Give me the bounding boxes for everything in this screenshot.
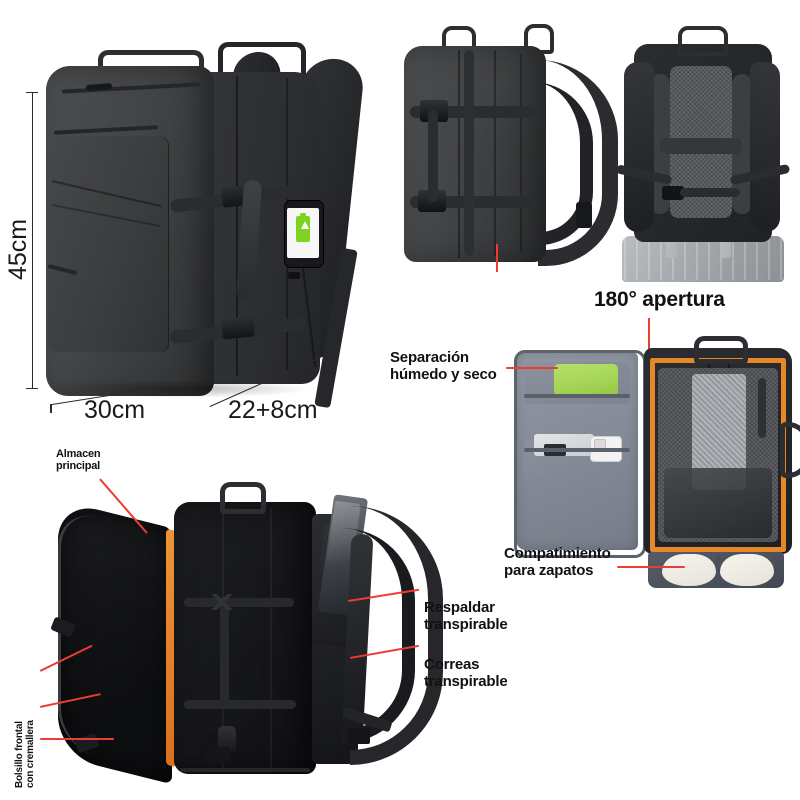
height-tick-bottom bbox=[26, 388, 38, 390]
suitcase-body bbox=[622, 236, 784, 282]
trolley-sleeve-strap bbox=[660, 138, 742, 154]
leader-shoe-compartment bbox=[617, 566, 685, 568]
bag-body-compressed bbox=[404, 46, 546, 262]
front-flap-panel bbox=[48, 136, 168, 352]
view-open-180 bbox=[512, 336, 800, 588]
view-back-trolley bbox=[608, 18, 798, 282]
open-side-strap-buckle bbox=[348, 728, 370, 744]
open-lid-rim-highlight bbox=[58, 507, 161, 773]
waist-buckle-center bbox=[662, 186, 684, 200]
green-towel bbox=[554, 364, 618, 396]
x-webbing-horizontal-lower bbox=[184, 700, 296, 709]
orange-zipper-left-edge bbox=[650, 358, 655, 552]
vertical-webbing-left bbox=[428, 110, 438, 202]
depth-dimension-label: 22+8cm bbox=[228, 396, 318, 424]
strap-buckle-lower bbox=[221, 316, 255, 340]
device-pocket-lip bbox=[524, 448, 630, 452]
leader-wet-dry bbox=[506, 367, 558, 369]
open-side-top-handle bbox=[220, 482, 266, 514]
shoe-left bbox=[662, 554, 716, 586]
width-dimension-label: 30cm bbox=[84, 396, 146, 424]
back-shoulder-strap-left bbox=[624, 62, 654, 232]
open-side-strap-buckle-2 bbox=[205, 746, 231, 766]
callout-breathable-straps: Correas transpirable bbox=[424, 656, 508, 690]
shoe-compartment-divider bbox=[716, 554, 720, 586]
leader-180-opening bbox=[648, 318, 650, 356]
leader-side-compressed bbox=[496, 244, 498, 272]
brand-tab bbox=[218, 726, 236, 752]
callout-180-opening: 180° apertura bbox=[594, 288, 725, 311]
bottom-zipper bbox=[180, 768, 310, 772]
back-shoulder-strap-right bbox=[750, 62, 780, 232]
panel-seam-b bbox=[494, 50, 496, 256]
height-tick-top bbox=[26, 92, 38, 94]
waist-strap-center bbox=[680, 188, 740, 197]
packed-clothing-dark bbox=[664, 468, 772, 538]
shoe-right bbox=[720, 554, 774, 586]
height-dimension-line bbox=[32, 92, 34, 388]
x-webbing-vertical bbox=[220, 600, 229, 704]
view-open-side bbox=[24, 478, 444, 796]
view-side-compressed bbox=[398, 24, 618, 286]
vertical-webbing-right bbox=[464, 50, 474, 256]
open-side-bag-body bbox=[174, 502, 316, 774]
x-webbing-cross bbox=[202, 594, 242, 610]
height-dimension-label: 45cm bbox=[4, 218, 32, 280]
body-seam-vertical-2 bbox=[270, 508, 272, 768]
usb-port bbox=[288, 272, 300, 279]
wet-dry-pocket-lip bbox=[524, 394, 630, 398]
callout-shoe-compartment: Compatimiento para zapatos bbox=[504, 545, 611, 579]
suitcase-ribs bbox=[624, 238, 782, 280]
compression-seam-1 bbox=[236, 76, 238, 376]
battery-cap bbox=[300, 213, 306, 216]
open-view-top-handle bbox=[694, 336, 748, 364]
leader-front-pocket-bottom bbox=[40, 738, 114, 740]
callout-front-zip-pocket: Bolsillo frontal con cremallera bbox=[14, 720, 37, 788]
battery-charging-icon bbox=[296, 216, 310, 242]
panel-seam-c bbox=[520, 54, 522, 252]
view-front-expanded bbox=[40, 28, 380, 418]
orange-zipper-bottom bbox=[650, 547, 786, 552]
sternum-buckle bbox=[576, 202, 592, 228]
callout-main-storage: Almacen principal bbox=[56, 448, 101, 473]
callout-back-panel: Respaldar transpirable bbox=[424, 599, 508, 633]
open-view-side-handle bbox=[780, 422, 800, 478]
back-top-handle bbox=[678, 26, 728, 56]
lightning-bolt-icon bbox=[301, 221, 309, 229]
width-tick-left bbox=[50, 404, 52, 413]
panel-seam-a bbox=[458, 50, 460, 258]
compartment-side-strap bbox=[758, 378, 766, 438]
callout-wet-dry: Separación húmedo y seco bbox=[390, 349, 497, 383]
